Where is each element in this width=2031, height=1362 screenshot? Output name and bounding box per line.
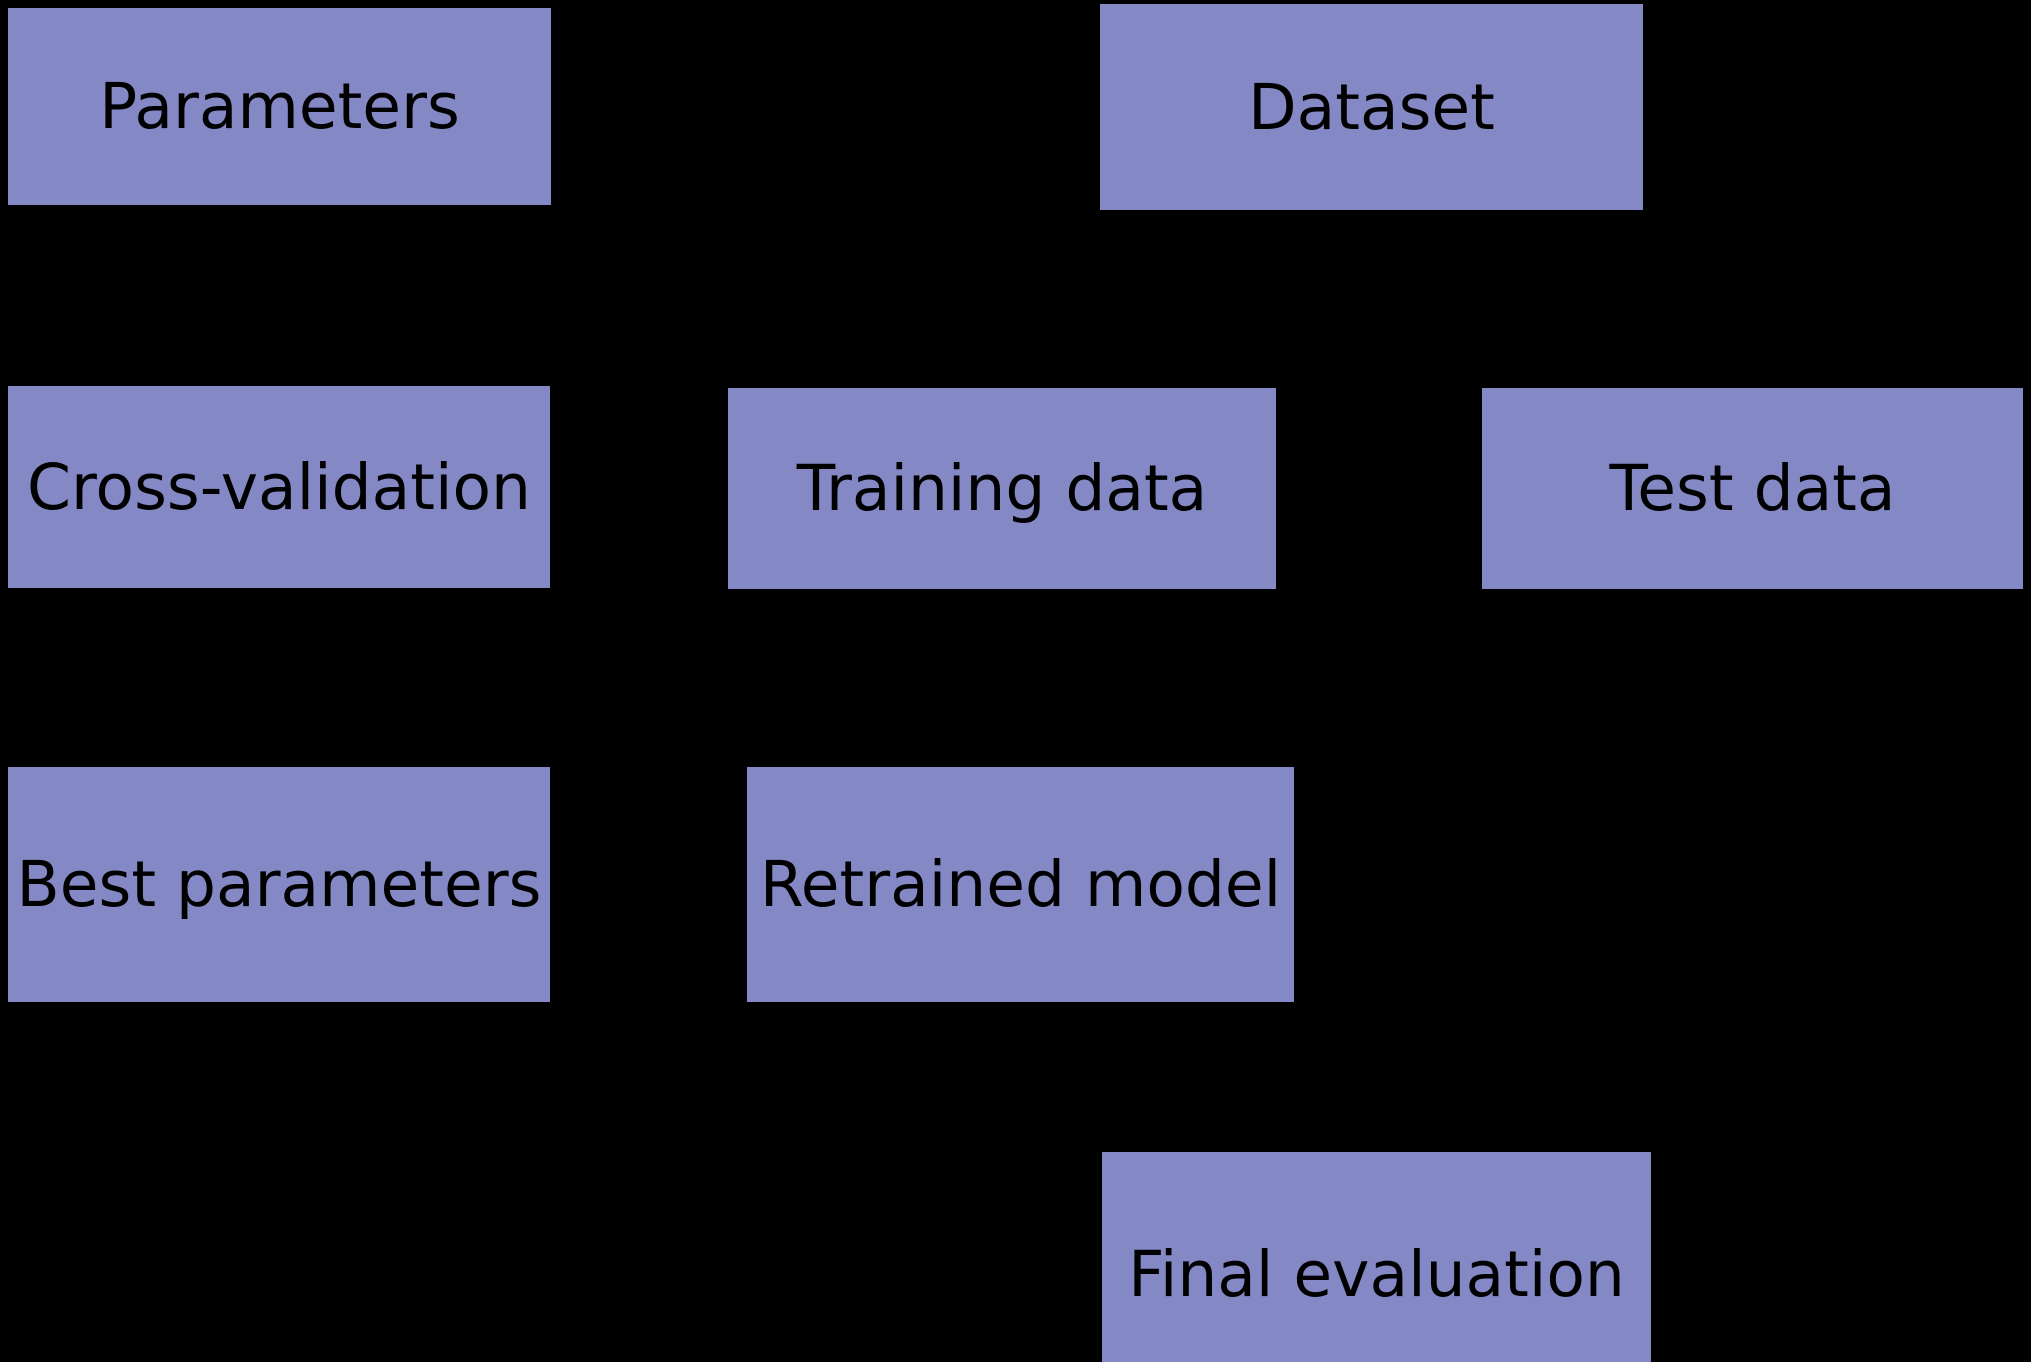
diagram-node-training-data[interactable]: Training data	[728, 388, 1276, 589]
diagram-node-parameters[interactable]: Parameters	[8, 8, 551, 205]
diagram-node-best-parameters[interactable]: Best parameters	[8, 767, 550, 1002]
diagram-node-final-evaluation[interactable]: Final evaluation	[1102, 1152, 1651, 1362]
diagram-node-dataset[interactable]: Dataset	[1100, 4, 1643, 210]
diagram-node-retrained-model-label: Retrained model	[759, 848, 1282, 921]
diagram-node-dataset-label: Dataset	[1248, 70, 1495, 144]
diagram-node-cross-validation[interactable]: Cross-validation	[8, 386, 550, 588]
diagram-node-retrained-model[interactable]: Retrained model	[747, 767, 1294, 1002]
diagram-node-best-parameters-label: Best parameters	[16, 848, 542, 921]
diagram-node-parameters-label: Parameters	[99, 70, 460, 143]
diagram-node-test-data-label: Test data	[1609, 452, 1896, 525]
diagram-node-training-data-label: Training data	[796, 452, 1208, 525]
diagram-node-test-data[interactable]: Test data	[1482, 388, 2023, 589]
diagram-node-cross-validation-label: Cross-validation	[27, 450, 531, 524]
diagram-node-final-evaluation-label: Final evaluation	[1128, 1238, 1625, 1311]
